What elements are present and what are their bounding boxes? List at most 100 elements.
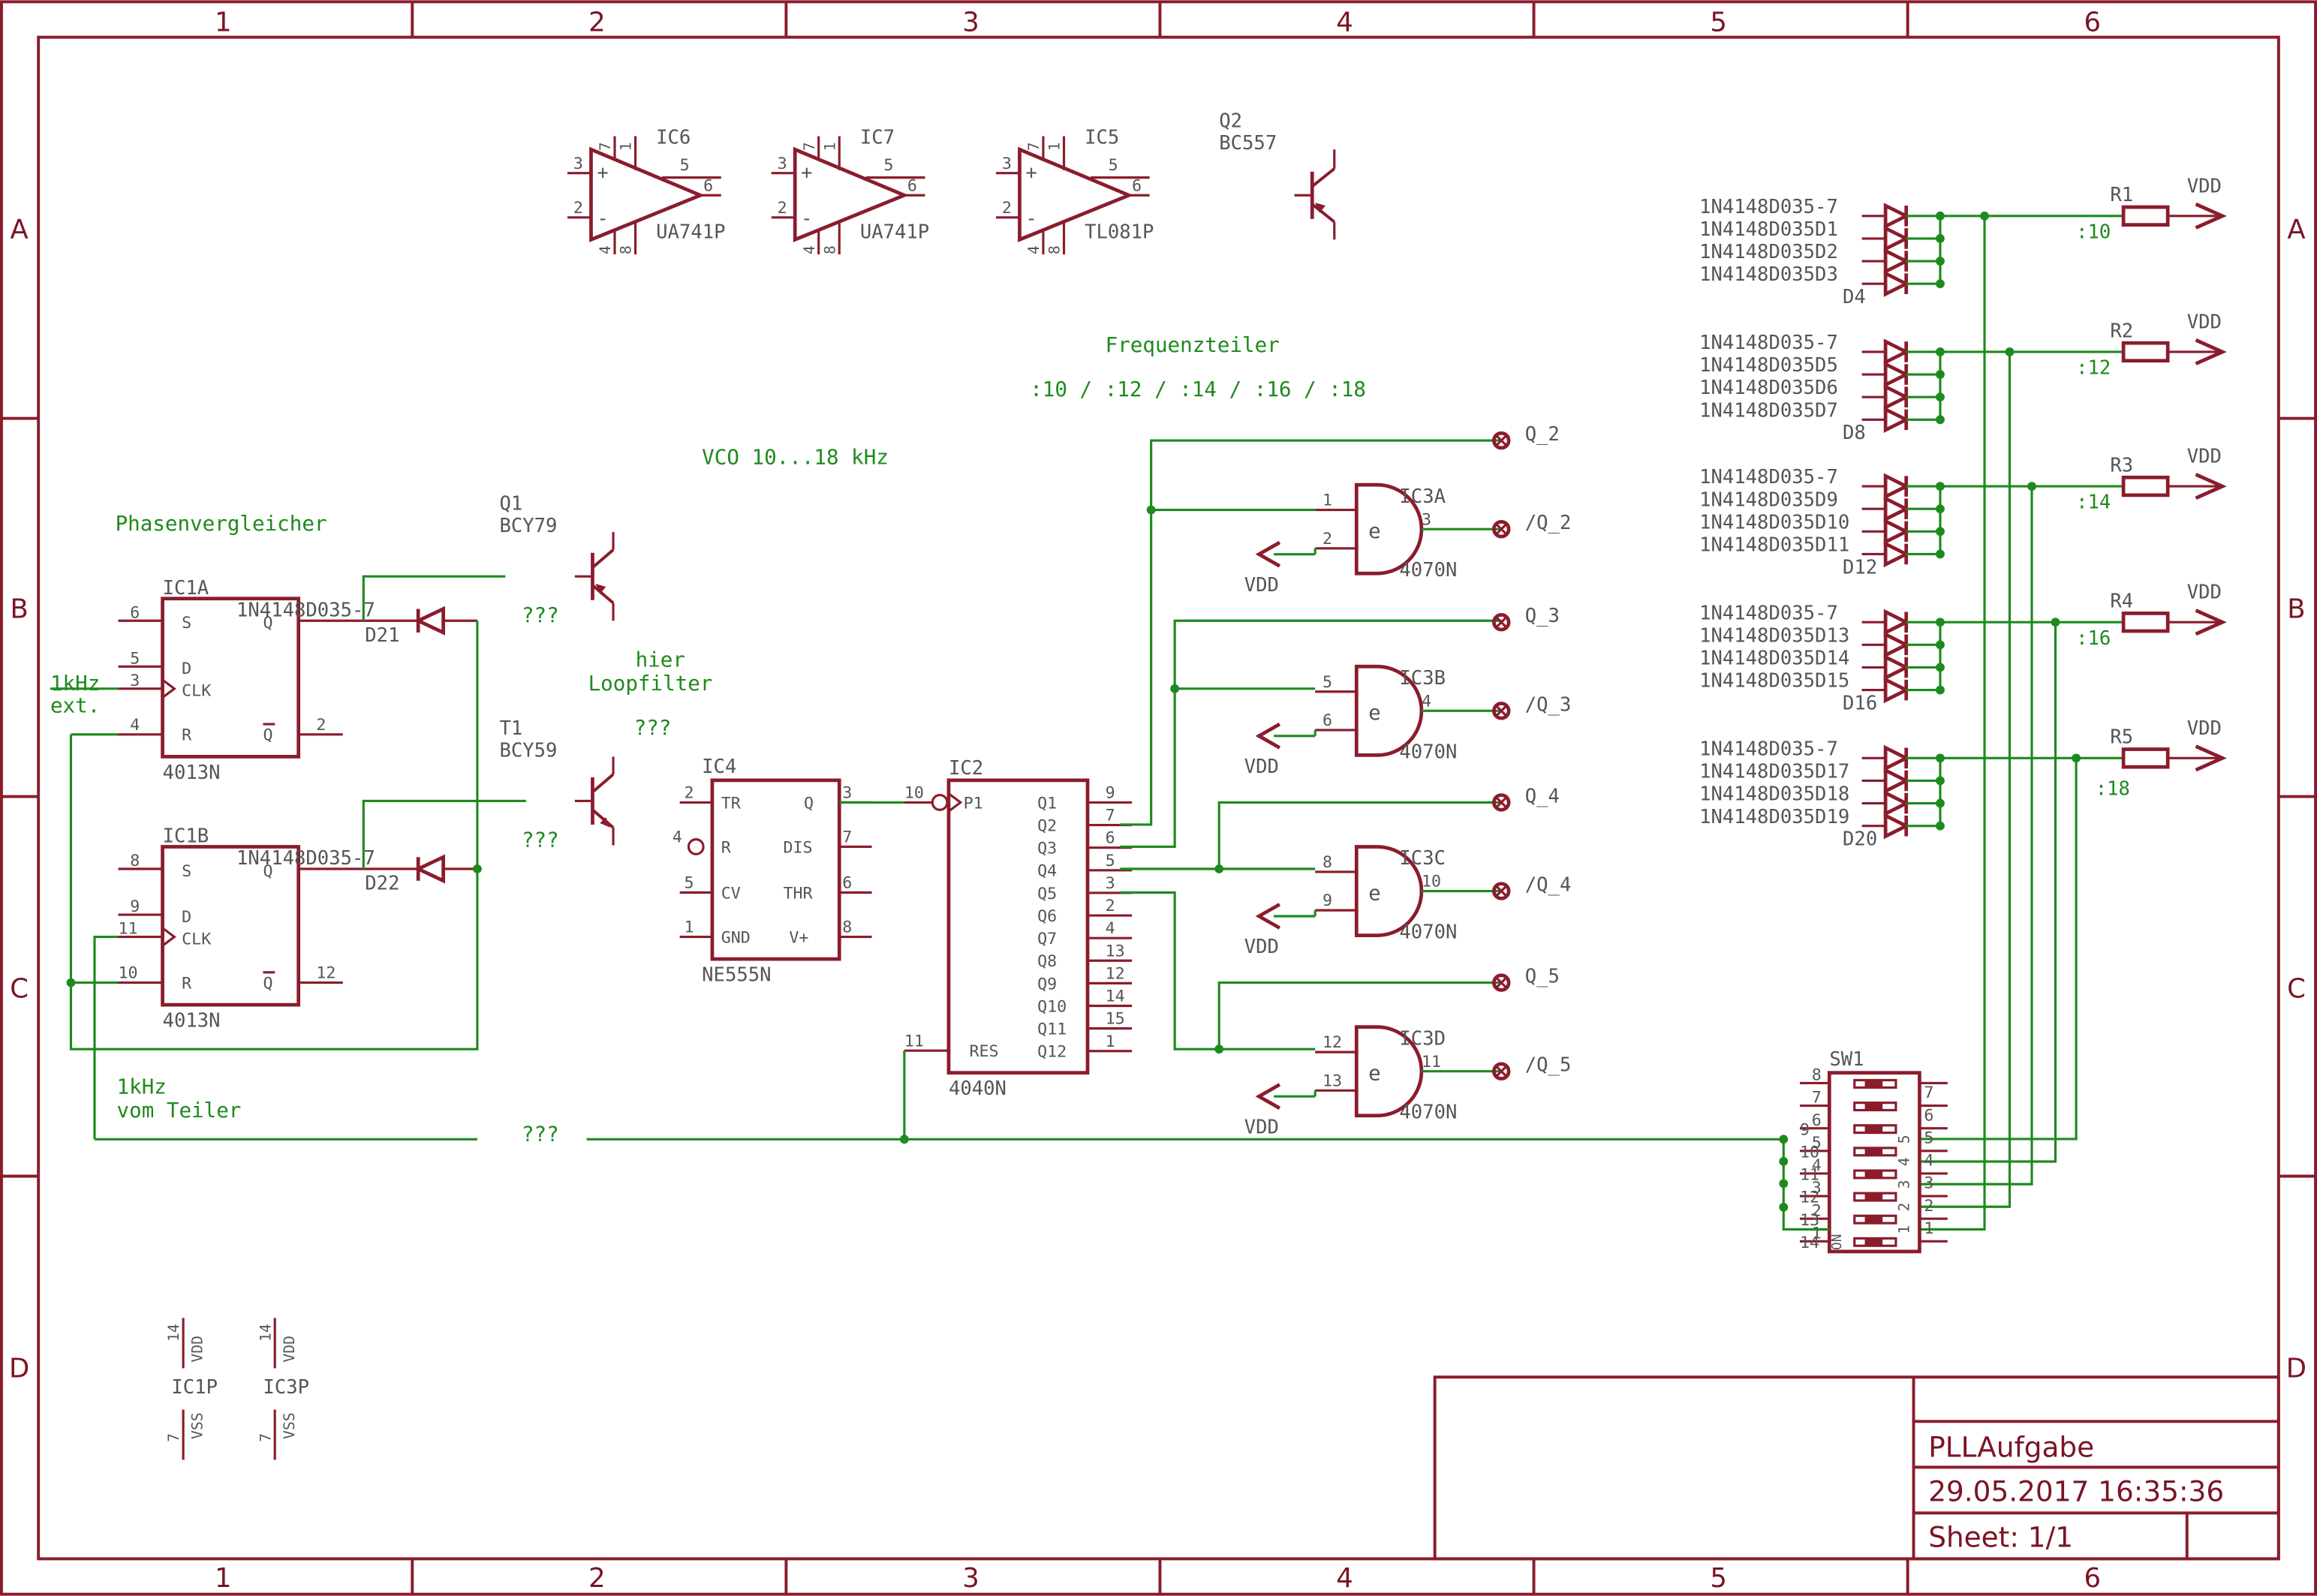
diode-label: 1N4148D035D7 [1699, 399, 1838, 422]
opamp-plus: + [597, 162, 608, 185]
diode-last-name: D4 [1843, 286, 1866, 308]
row-label: A [2287, 214, 2305, 245]
xor-pin: 5 [1322, 673, 1332, 692]
sw1-left-pin: 4 [1812, 1156, 1822, 1175]
diode-label: 1N4148D035D19 [1699, 806, 1849, 828]
row-label: C [2287, 973, 2306, 1004]
col-label: 4 [1336, 8, 1353, 38]
resistor-name: R4 [2110, 591, 2133, 613]
opamp-plus: + [801, 162, 812, 185]
ic1a-value: 4013N [163, 762, 221, 784]
xor-symbol: e [1368, 519, 1381, 543]
ratio-label: :12 [2076, 356, 2111, 379]
col-label: 6 [2084, 8, 2101, 38]
counter-output-pin: 2 [1106, 897, 1115, 915]
xor-name: IC3C [1399, 847, 1446, 870]
xor-symbol: e [1368, 1062, 1381, 1086]
counter-output-pin: 4 [1106, 919, 1115, 938]
sw1-left-pin: 5 [1812, 1134, 1822, 1153]
diode-matrix: 1N4148D035-71N4148D035D11N4148D035D21N41… [1699, 175, 2227, 1231]
diode-last-name: D8 [1843, 422, 1866, 444]
note-vco: VCO 10...18 kHz [702, 446, 889, 470]
diode-d22: 1N4148D035-7 D22 [236, 847, 477, 895]
diode-label: 1N4148D035-7 [1699, 738, 1838, 760]
q2-name: Q2 [1219, 110, 1242, 133]
ic1b-name: IC1B [163, 825, 209, 848]
sw1-left-pin: 7 [1812, 1089, 1822, 1108]
counter-ic2: IC2 4040N P1 10 RES 11 Q19Q27Q36Q45Q53Q6… [904, 757, 1133, 1100]
sw1-left-number: 13 [1800, 1211, 1819, 1230]
xor-pin: 1 [1322, 491, 1332, 510]
opamp-pin: 4 [801, 245, 818, 254]
sw1-right-pin: 7 [1924, 1084, 1933, 1102]
xor-name: IC3A [1399, 485, 1446, 508]
supply-ic3p: 14 VDD 7 VSS IC3P [257, 1318, 309, 1460]
ff-pin-label: S [182, 862, 191, 881]
note-unknown: ??? [522, 1122, 559, 1146]
vdd-label: VDD [2187, 582, 2222, 604]
sw1-left-number: 12 [1800, 1189, 1819, 1207]
sw1-on: ON [1830, 1234, 1845, 1250]
diode-label: 1N4148D035D13 [1699, 624, 1849, 647]
ff-pin-number: 10 [119, 964, 138, 983]
ic2-res-pin: 11 [904, 1032, 924, 1050]
counter-output-label: Q2 [1037, 816, 1057, 835]
xor-value: 4070N [1399, 1102, 1457, 1124]
ff-pin-number: 12 [316, 964, 336, 983]
xor-value: 4070N [1399, 921, 1457, 944]
ff-pin-number: 2 [316, 716, 326, 735]
xor-pin: 10 [1422, 873, 1441, 891]
vdd-label: VDD [2187, 717, 2222, 740]
ic1p-name: IC1P [171, 1376, 218, 1399]
opamp-minus: - [597, 208, 608, 230]
ff-pin-label: R [182, 726, 192, 745]
xor-pin: 6 [1322, 711, 1332, 730]
ff-pin-number: 11 [119, 920, 138, 939]
555-pin-number: 5 [685, 874, 694, 893]
testpoint-q: Q_5 [1525, 966, 1560, 988]
sw1-right-pin: 6 [1924, 1106, 1933, 1125]
row-label: B [10, 594, 28, 624]
row-label: B [2287, 594, 2305, 624]
sw1-left-pin: 3 [1812, 1179, 1822, 1198]
resistor-name: R3 [2110, 454, 2133, 476]
q1-value: BCY79 [499, 515, 557, 537]
opamp-pin: 7 [1025, 142, 1043, 151]
diode-label: 1N4148D035D11 [1699, 534, 1849, 557]
note-hier: hier [636, 648, 685, 672]
counter-output-pin: 12 [1106, 964, 1125, 983]
ff-pin-label: Q [263, 726, 272, 745]
q1-name: Q1 [499, 493, 522, 515]
opamp-name: IC5 [1085, 126, 1119, 149]
555-pin-label: V+ [789, 928, 808, 947]
row-label: D [2286, 1353, 2306, 1384]
diode-label: 1N4148D035-7 [1699, 332, 1838, 354]
opamp-pin: 5 [680, 156, 690, 175]
opamp-pin: 2 [778, 199, 787, 218]
vdd-label: VDD [1244, 936, 1279, 958]
sw1-right-pin: 4 [1924, 1152, 1933, 1171]
sw1-left-pin: 6 [1812, 1111, 1822, 1130]
opamp-pin: 7 [597, 142, 614, 151]
counter-output-label: Q3 [1037, 840, 1057, 858]
counter-output-pin: 6 [1106, 829, 1115, 848]
testpoint-qn: /Q_3 [1525, 693, 1572, 716]
555-pin-label: TR [721, 794, 742, 813]
diode-label: 1N4148D035-7 [1699, 602, 1838, 624]
diode-label: 1N4148D035D9 [1699, 488, 1838, 511]
sw1-inner-number: 4 [1896, 1157, 1913, 1166]
diode-label: 1N4148D035D3 [1699, 263, 1838, 286]
d22-value: 1N4148D035-7 [236, 847, 375, 870]
xor-symbol: e [1368, 881, 1381, 905]
ic3p-vdd: VDD [281, 1336, 298, 1363]
opamp-value: UA741P [656, 221, 725, 243]
drawing-name: PLLAufgabe [1928, 1431, 2094, 1464]
ff-pin-number: 4 [130, 716, 140, 735]
testpoint-q: Q_4 [1525, 785, 1560, 807]
resistor-name: R5 [2110, 726, 2133, 749]
counter-output-label: Q11 [1037, 1020, 1067, 1039]
